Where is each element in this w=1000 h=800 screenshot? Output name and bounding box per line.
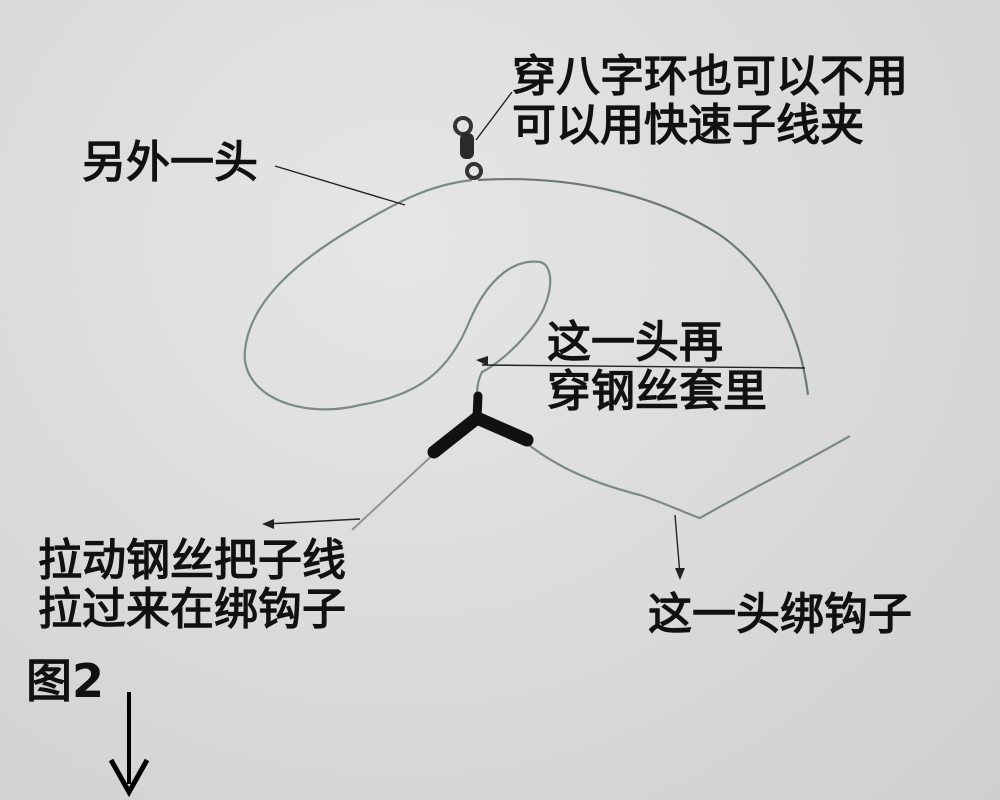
pointer-other-end (274, 165, 406, 206)
pointer-lines (265, 91, 806, 576)
pointer-swivel (475, 91, 513, 141)
fishing-line-loop (243, 178, 552, 411)
this-end-thread-line-1: 这一头再 (547, 317, 723, 368)
swivel-note-line-1: 穿八字环也可以不用 (512, 51, 908, 102)
y-connector (427, 391, 534, 459)
hook-line (524, 435, 851, 520)
down-arrow-icon (108, 692, 150, 798)
tie-hook-text: 这一头绑钩子 (648, 589, 912, 640)
pull-wire-label: 拉动钢丝把子线 拉过来在绑钩子 (38, 536, 346, 635)
swivel-note-label: 穿八字环也可以不用 可以用快速子线夹 (512, 52, 908, 151)
figure-number-label: 图2 (26, 654, 105, 708)
other-end-text: 另外一头 (82, 137, 258, 188)
pointer-pull-wire (265, 518, 361, 525)
pointer-heads (262, 356, 685, 580)
fishing-line-right (477, 177, 810, 396)
figure-number-text: 图2 (26, 654, 105, 708)
steel-wire-lower (351, 449, 439, 531)
pointer-this-end (481, 364, 806, 369)
this-end-thread-label: 这一头再 穿钢丝套里 (547, 318, 767, 417)
swivel-icon (453, 116, 483, 180)
tie-hook-label: 这一头绑钩子 (648, 589, 912, 640)
pull-wire-line-2: 拉过来在绑钩子 (38, 584, 346, 636)
swivel-note-line-2: 可以用快速子线夹 (512, 100, 864, 152)
pointer-tie-hook (674, 514, 681, 576)
this-end-thread-line-2: 穿钢丝套里 (547, 366, 767, 418)
pull-wire-line-1: 拉动钢丝把子线 (38, 535, 346, 586)
other-end-label: 另外一头 (82, 137, 258, 188)
